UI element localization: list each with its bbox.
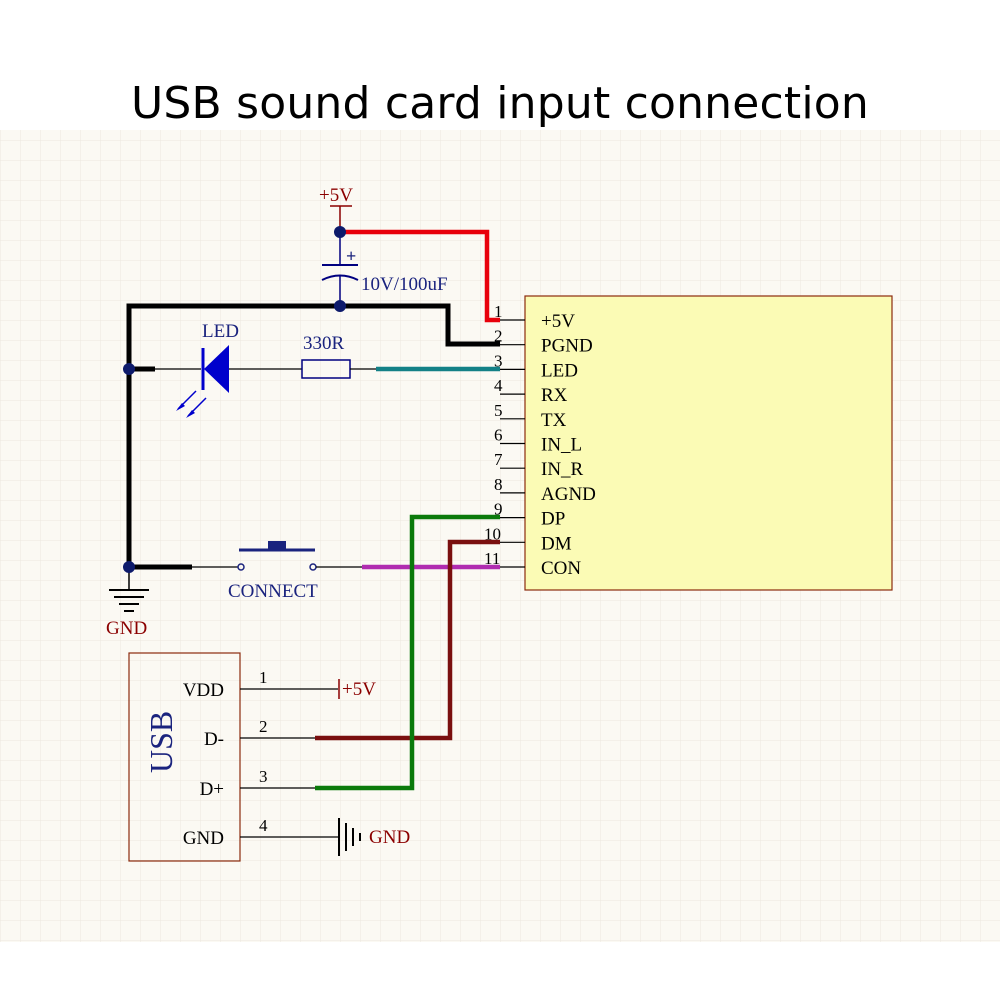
capacitor-value-label: 10V/100uF (361, 274, 448, 295)
resistor-label: 330R (303, 333, 345, 354)
junction-dot-led (123, 363, 135, 375)
module-pin-number: 1 (494, 302, 503, 321)
wire-dp (315, 514, 500, 791)
module-pin-number: 4 (494, 376, 503, 395)
module-pin-group: 1 +5V 2 PGND 3 LED 4 RX 5 TX 6 IN_L 7 IN_R 8 AGND 9 DP 10 D… (484, 302, 596, 579)
module-pin-number: 9 (494, 500, 503, 519)
page-title: USB sound card input connection (130, 78, 870, 129)
usb-pin-name: D- (204, 729, 224, 750)
junction-dot-button (123, 561, 135, 573)
junction-dot-cap-gnd (334, 300, 346, 312)
module-pin-number: 3 (494, 351, 503, 370)
usb-connector-block (128, 652, 241, 862)
module-pin-name: LED (541, 360, 578, 381)
wire-gnd-top (126, 303, 500, 567)
module-pin-number: 5 (494, 401, 503, 420)
ground-label-usb: GND (369, 827, 410, 848)
usb-pin-name: D+ (200, 779, 224, 800)
module-pin-name: +5V (541, 311, 575, 332)
sound-module-block (524, 295, 893, 591)
module-pin-name: AGND (541, 484, 596, 505)
wire-5v (340, 229, 500, 323)
usb-pin-number: 1 (259, 668, 268, 687)
module-pin-number: 11 (484, 549, 500, 568)
wire-dm (315, 539, 500, 741)
module-pin-name: CON (541, 558, 581, 579)
module-pin-name: PGND (541, 336, 593, 357)
usb-pin-number: 3 (259, 767, 268, 786)
module-pin-name: DP (541, 509, 565, 530)
module-pin-name: IN_L (541, 435, 582, 456)
module-pin-name: TX (541, 410, 567, 431)
led-label: LED (202, 321, 239, 342)
junction-dot-5v (334, 226, 346, 238)
vcc-label-usb: +5V (342, 679, 376, 700)
ground-symbol-usb (240, 818, 361, 856)
connect-label: CONNECT (228, 581, 318, 602)
usb-pin-number: 4 (259, 816, 268, 835)
module-pin-number: 7 (494, 450, 503, 469)
ground-label-left: GND (106, 618, 147, 639)
module-pin-name: IN_R (541, 459, 584, 480)
module-pin-number: 10 (484, 524, 501, 543)
module-pin-name: RX (541, 385, 568, 406)
led-symbol (176, 345, 229, 418)
module-pin-number: 8 (494, 475, 503, 494)
module-pin-name: DM (541, 533, 572, 554)
usb-pin-name: GND (183, 828, 224, 849)
vcc-symbol-usb (240, 679, 340, 699)
usb-title-label: USB (143, 711, 179, 773)
vcc-label-top: +5V (319, 185, 353, 206)
usb-pin-number: 2 (259, 717, 268, 736)
capacitor-polarity-label: + (346, 246, 356, 266)
module-pin-number: 6 (494, 426, 503, 445)
module-pin-number: 2 (494, 327, 503, 346)
usb-pin-name: VDD (183, 680, 224, 701)
